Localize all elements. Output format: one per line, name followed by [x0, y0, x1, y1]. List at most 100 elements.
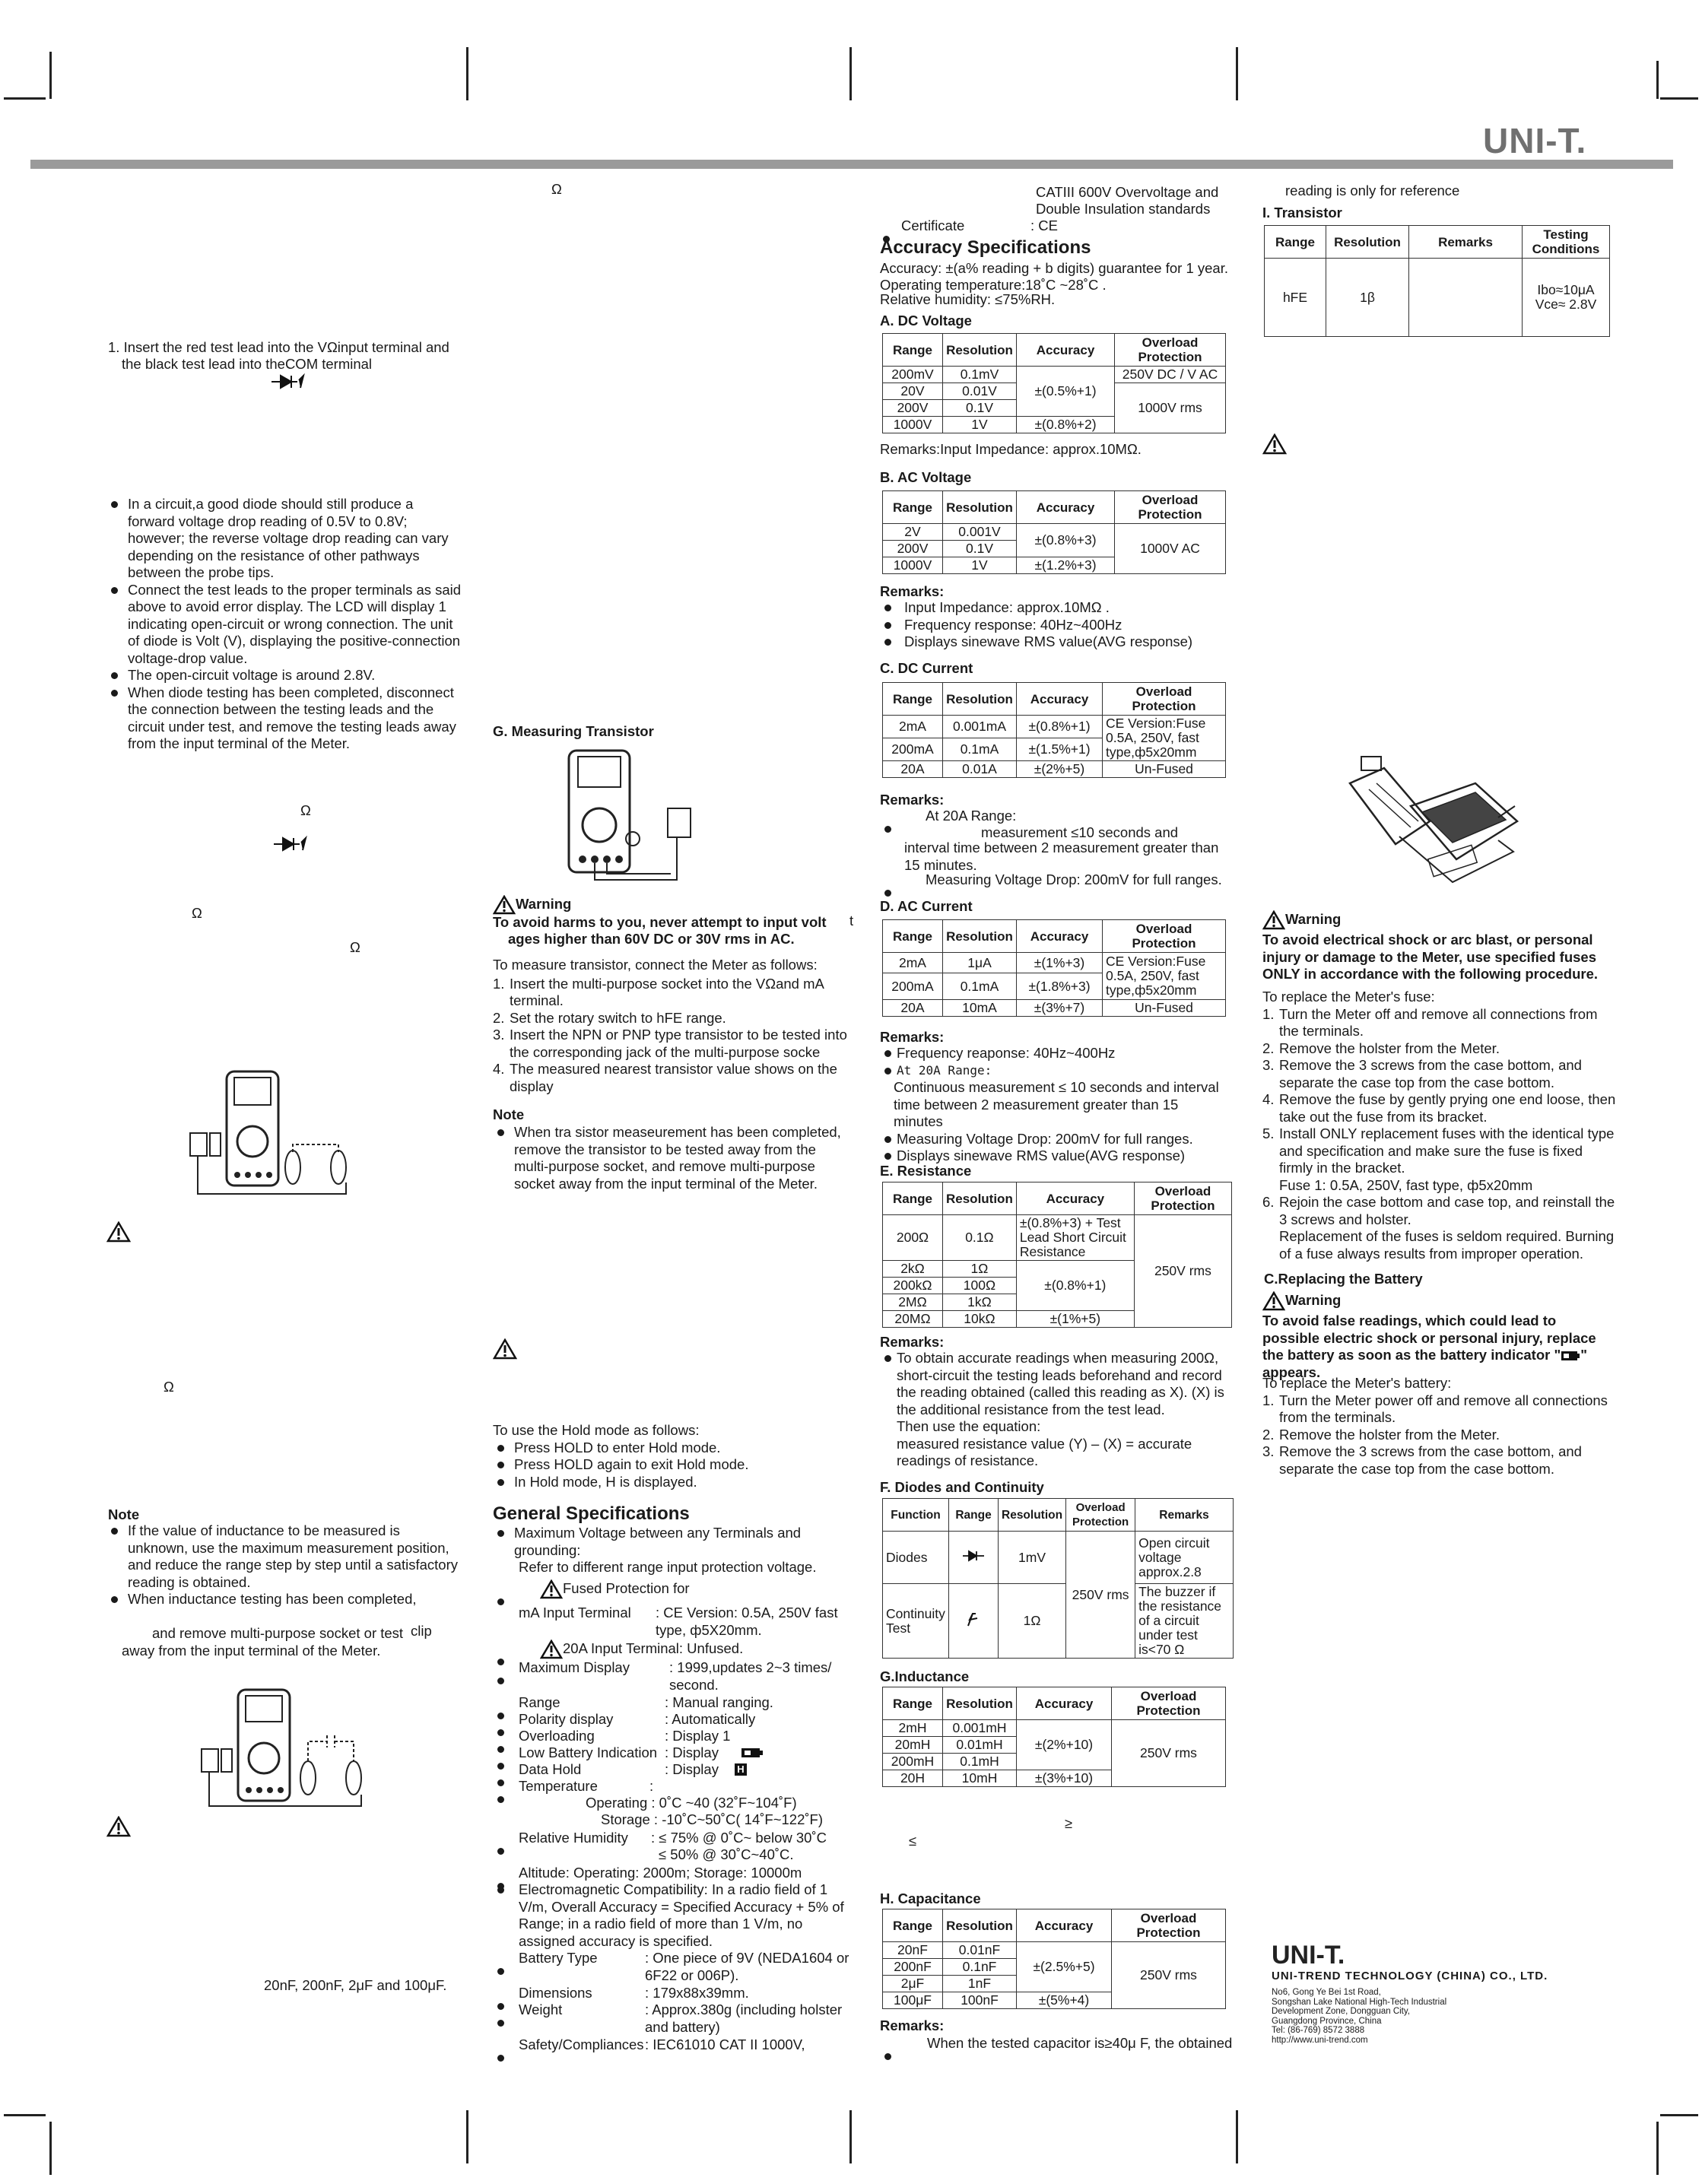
spec-key: mA Input Terminal [519, 1605, 631, 1621]
omega-symbol: Ω [192, 905, 202, 921]
warning-icon [106, 1221, 131, 1243]
crop-mark [1660, 97, 1698, 100]
table-title-res: E. Resistance [880, 1163, 972, 1179]
crop-mark [849, 47, 852, 100]
warning-icon [106, 1816, 131, 1837]
buzzer-icon [948, 1583, 999, 1659]
bullet: Frequency reaponse: 40Hz~400Hz [880, 1045, 1230, 1062]
fuse-note: Replacement of the fuses is seldom requi… [1279, 1228, 1615, 1262]
spec-row: Overloading: Display 1 [497, 1728, 731, 1753]
crop-mark [1656, 61, 1659, 99]
address-line: No6, Gong Ye Bei 1st Road, [1272, 1988, 1381, 1997]
crop-mark [4, 97, 46, 100]
remarks-title: Remarks: [880, 792, 945, 808]
spec-row: Dimensions: 179x88x39mm. [497, 1985, 749, 2010]
transistor-procedure: To measure transistor, connect the Meter… [493, 957, 854, 1192]
step-text: 1. Insert the red test lead into the VΩi… [108, 339, 449, 355]
inductance-notes: If the value of inductance to be measure… [106, 1522, 464, 1608]
crop-mark [1236, 2110, 1238, 2163]
address-line: Songshan Lake National High-Tech Industr… [1272, 1997, 1447, 2007]
warning-label: Warning [1285, 1291, 1342, 1308]
intro-text: To measure transistor, connect the Meter… [493, 957, 818, 973]
spec-text: Operating temperature:18˚C ~28˚C . [880, 277, 1107, 293]
crop-mark [49, 2122, 52, 2175]
spec-text: Accuracy: ±(a% reading + b digits) guara… [880, 260, 1228, 276]
fuse-spec: Fuse 1: 0.5A, 250V, fast type, ф5x20mm [1279, 1176, 1533, 1193]
spec-row: Altitude: Operating: 2000m; Storage: 100… [497, 1865, 802, 1890]
table-title-transistor: I. Transistor [1262, 205, 1342, 221]
spec-value: Operating : 0˚C ~40 (32˚F~104˚F) [586, 1795, 797, 1811]
spec-value: ≤ 50% @ 30˚C~40˚C. [659, 1846, 794, 1862]
remark-line: interval time between 2 measurement grea… [904, 840, 1219, 873]
diode-icon [948, 1531, 999, 1584]
step: 3.Remove the 3 screws from the case bott… [1262, 1443, 1582, 1477]
spec-row: Polarity display: Automatically [497, 1711, 756, 1736]
table-title-capacitance: H. Capacitance [880, 1890, 981, 1906]
meter-inductance-diagram [189, 1070, 347, 1195]
bullet: At 20A Range: [880, 1062, 1230, 1080]
crop-mark [466, 47, 468, 100]
diode-icon [274, 835, 307, 852]
battery-procedure: To replace the Meter's battery: 1.Turn t… [1262, 1375, 1616, 1478]
note-text: and remove multi-purpose socket or test [152, 1625, 404, 1641]
company-address: No6, Gong Ye Bei 1st Road, Songshan Lake… [1272, 1988, 1500, 2045]
table-title-diodes: F. Diodes and Continuity [880, 1479, 1044, 1495]
step: 3.Insert the NPN or PNP type transistor … [493, 1027, 847, 1060]
bullet: Connect the test leads to the proper ter… [106, 582, 464, 668]
warning-icon [1262, 910, 1285, 930]
table-title-inductance: G.Inductance [880, 1668, 970, 1684]
remark-line: Measuring Voltage Drop: 200mV for full r… [884, 871, 1222, 897]
warning-icon [540, 1579, 563, 1599]
fuse-warning-text: To avoid electrical shock or arc blast, … [1262, 932, 1598, 982]
warning-heading: Warning [493, 895, 571, 915]
remarks-title: Remarks: [880, 1334, 945, 1350]
brand-logo: UNI-T. [1483, 121, 1587, 160]
bullet: The open-circuit voltage is around 2.8V. [106, 667, 464, 684]
step-text: the black test lead into theCOM terminal [122, 356, 373, 372]
note-text: clip [411, 1623, 432, 1639]
remark-line: When the tested capacitor is≥40μ F, the … [884, 2035, 1233, 2060]
bullet: In Hold mode, H is displayed. [493, 1474, 854, 1491]
spec-row: Maximum Display: 1999,updates 2~3 times/… [497, 1659, 832, 1693]
warning-label: Warning [1285, 910, 1342, 927]
bullet: Input Impedance: approx.10MΩ . [880, 599, 1230, 617]
warning-label: Warning [516, 895, 572, 912]
bullet: Press HOLD again to exit Hold mode. [493, 1456, 854, 1474]
step: 1.Turn the Meter power off and remove al… [1262, 1392, 1608, 1426]
hold-icon: H [735, 1763, 747, 1776]
omega-symbol: Ω [350, 939, 360, 955]
spec-text: CATIII 600V Overvoltage and [1036, 184, 1219, 200]
crop-mark [849, 2110, 852, 2163]
spec-value: : CE Version: 0.5A, 250V fast type, ф5X2… [656, 1605, 838, 1638]
battery-warning-text: To avoid false readings, which could lea… [1262, 1313, 1596, 1380]
intro-text: To replace the Meter's battery: [1262, 1375, 1452, 1391]
symbol-ge: ≥ [1065, 1815, 1073, 1831]
crop-mark [49, 52, 52, 99]
address-line: Guangdong Province, China [1272, 2016, 1382, 2026]
section-title-transistor: G. Measuring Transistor [493, 723, 654, 739]
acv-remarks: Input Impedance: approx.10MΩ . Frequency… [880, 599, 1230, 651]
address-line[interactable]: http://www.uni-trend.com [1272, 2035, 1368, 2045]
omega-symbol: Ω [300, 802, 311, 818]
step: 2.Remove the holster from the Meter. [1262, 1040, 1500, 1056]
remarks-title: Remarks: [880, 1029, 945, 1045]
crop-mark [4, 2114, 46, 2116]
diode-icon [271, 373, 305, 389]
table-title-dcv: A. DC Voltage [880, 313, 972, 329]
remark-line: Then use the equation: [897, 1418, 1041, 1434]
remark-line: Continuous measurement ≤ 10 seconds and … [894, 1079, 1219, 1129]
intro-text: To replace the Meter's fuse: [1262, 989, 1435, 1005]
general-specs: Maximum Voltage between any Terminals an… [493, 1525, 850, 1576]
battery-icon [1561, 1351, 1580, 1361]
capacitance-ranges: 20nF, 200nF, 2μF and 100μF. [264, 1977, 447, 1993]
warning-heading: Warning [1262, 1291, 1341, 1311]
remark-line: At 20A Range: [884, 808, 1017, 833]
warning-text: To avoid harms to you, never attempt to … [493, 914, 827, 930]
hold-mode: To use the Hold mode as follows: Press H… [493, 1422, 854, 1490]
bullet: If the value of inductance to be measure… [106, 1522, 464, 1591]
